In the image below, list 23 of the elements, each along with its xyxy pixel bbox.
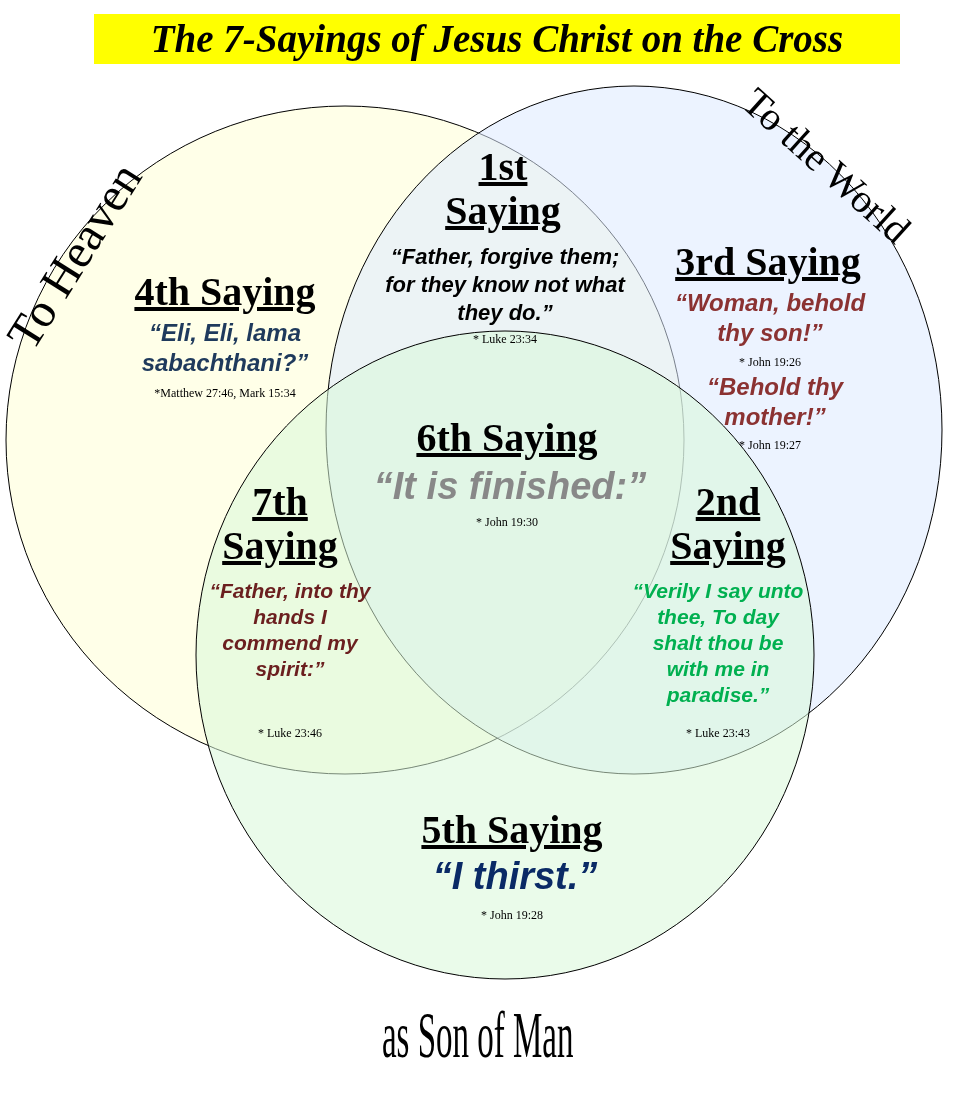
- scripture-reference: * Luke 23:43: [685, 726, 751, 740]
- diagram-title: The 7-Sayings of Jesus Christ on the Cross: [94, 14, 900, 64]
- scripture-reference: *Matthew 27:46, Mark 15:34: [153, 386, 297, 400]
- saying-heading: 6th Saying: [415, 416, 599, 460]
- scripture-reference: * John 19:30: [475, 515, 539, 529]
- saying-heading: 7th Saying: [221, 480, 339, 568]
- circle-title: as Son of Man: [381, 997, 574, 1074]
- scripture-reference: * John 19:27: [738, 438, 802, 452]
- saying-quote: “Verily I say unto thee, To day shalt thou be with me in paradise.”: [631, 578, 805, 708]
- saying-quote: “Father, forgive them; for they know not what they do.”: [384, 243, 627, 327]
- saying-quote: “Eli, Eli, lama sabachthani?”: [140, 318, 310, 378]
- scripture-reference: * Luke 23:34: [472, 332, 538, 346]
- saying-heading: 1st Saying: [444, 145, 562, 233]
- saying-quote: “Woman, behold thy son!”: [673, 288, 867, 348]
- scripture-reference: * Luke 23:46: [257, 726, 323, 740]
- scripture-reference: * John 19:28: [480, 908, 544, 922]
- saying-heading: 3rd Saying: [674, 240, 861, 284]
- saying-heading: 5th Saying: [420, 808, 604, 852]
- saying-heading: 2nd Saying: [669, 480, 787, 568]
- saying-quote: “Father, into thy hands I commend my spirit:”: [208, 578, 372, 682]
- saying-quote: “Behold thy mother!”: [706, 372, 845, 432]
- scripture-reference: * John 19:26: [738, 355, 802, 369]
- saying-quote: “I thirst.”: [431, 854, 599, 899]
